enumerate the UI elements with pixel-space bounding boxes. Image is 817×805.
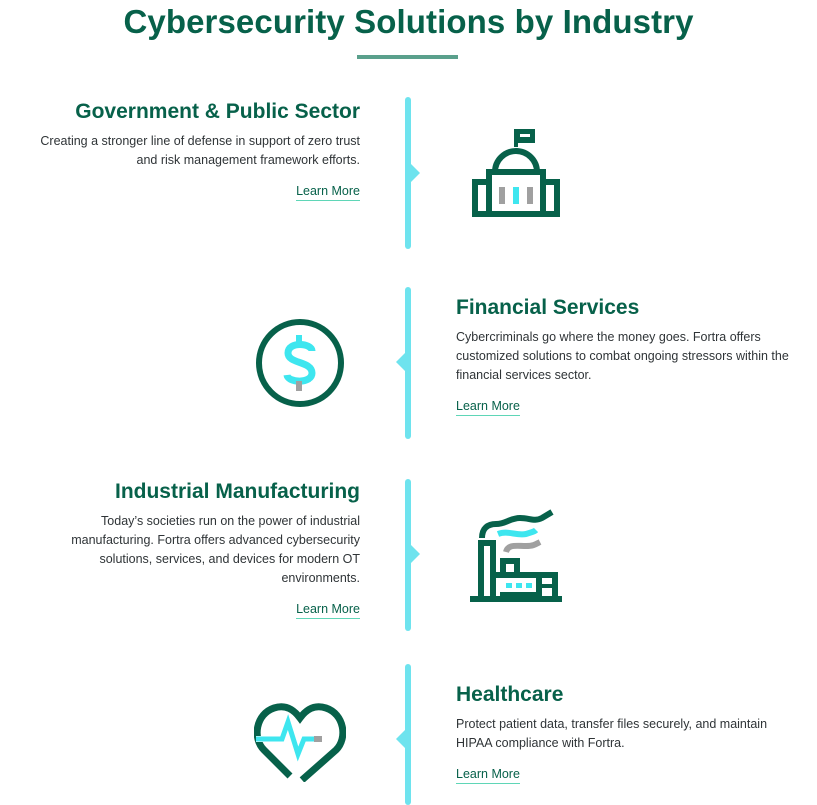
industry-description: Cybercriminals go where the money goes. … (456, 330, 789, 382)
page-title: Cybersecurity Solutions by Industry (123, 3, 694, 40)
industry-manufacturing: Industrial Manufacturing Today’s societi… (20, 479, 360, 619)
industry-title: Healthcare (456, 683, 564, 706)
government-building-icon (470, 127, 562, 219)
timeline-segment-4 (405, 664, 411, 805)
industry-title: Financial Services (456, 296, 640, 319)
timeline-pointer-left-icon (396, 730, 405, 748)
timeline-segment-3 (405, 479, 411, 631)
timeline-pointer-right-icon (411, 164, 420, 182)
timeline-pointer-left-icon (396, 353, 405, 371)
learn-more-link-manufacturing[interactable]: Learn More (296, 601, 360, 619)
timeline-segment-2 (405, 287, 411, 439)
title-underline-divider (357, 55, 458, 59)
industry-healthcare: Healthcare Protect patient data, transfe… (456, 682, 796, 784)
industry-title: Industrial Manufacturing (114, 480, 360, 503)
industry-title: Government & Public Sector (75, 100, 360, 123)
industry-financial: Financial Services Cybercriminals go whe… (456, 295, 796, 416)
industry-description: Today’s societies run on the power of in… (71, 514, 360, 585)
learn-more-link-financial[interactable]: Learn More (456, 398, 520, 416)
timeline-segment-1 (405, 97, 411, 249)
timeline-pointer-right-icon (411, 545, 420, 563)
learn-more-link-government[interactable]: Learn More (296, 183, 360, 201)
industry-description: Protect patient data, transfer files sec… (456, 717, 768, 750)
dollar-coin-icon (254, 317, 346, 409)
learn-more-link-healthcare[interactable]: Learn More (456, 766, 520, 784)
industry-description: Creating a stronger line of defense in s… (40, 134, 360, 167)
industry-government: Government & Public Sector Creating a st… (20, 99, 360, 201)
heartbeat-icon (254, 698, 346, 782)
factory-icon (470, 508, 562, 602)
